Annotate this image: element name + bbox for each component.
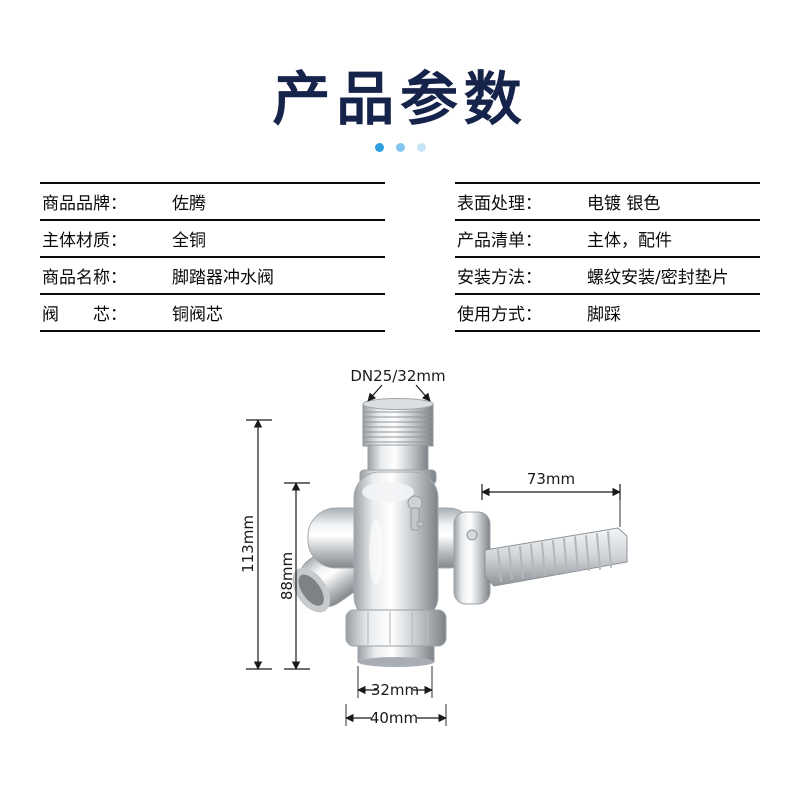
dot-icon bbox=[374, 143, 384, 152]
spec-label: 阀 芯： bbox=[42, 305, 127, 325]
spec-value: 全铜 bbox=[172, 231, 206, 251]
foot-pedal bbox=[484, 527, 628, 587]
carousel-dots bbox=[0, 143, 800, 152]
spec-label: 使用方式： bbox=[457, 305, 542, 325]
spec-row-valve-core: 阀 芯： 铜阀芯 bbox=[40, 293, 385, 330]
spec-value: 电镀 银色 bbox=[587, 194, 661, 214]
spec-value: 脚踩 bbox=[587, 305, 621, 325]
spec-row-install-method: 安装方法： 螺纹安装/密封垫片 bbox=[455, 256, 760, 293]
spec-row-material: 主体材质： 全铜 bbox=[40, 219, 385, 256]
spec-label: 商品名称： bbox=[42, 268, 127, 288]
spec-label: 主体材质： bbox=[42, 231, 127, 251]
pivot-screw bbox=[466, 529, 478, 541]
spec-row-brand: 商品品牌： 佐腾 bbox=[40, 182, 385, 219]
spec-label: 表面处理： bbox=[457, 194, 542, 214]
product-illustration: DN25/32mm 113mm 88mm 73mm 32mm 40mm bbox=[239, 367, 628, 727]
dimension-annotations bbox=[246, 384, 621, 726]
spec-table-right: 表面处理： 电镀 银色 产品清单： 主体，配件 安装方法： 螺纹安装/密封垫片 … bbox=[455, 182, 760, 332]
valve-key-detail bbox=[407, 495, 424, 531]
dim-top-thread-label: DN25/32mm bbox=[350, 367, 445, 385]
spec-label: 商品品牌： bbox=[42, 194, 127, 214]
page-title: 产品参数 bbox=[272, 65, 528, 133]
dim-pedal-length-label: 73mm bbox=[527, 470, 575, 488]
spec-value: 螺纹安装/密封垫片 bbox=[587, 268, 729, 288]
spec-value: 主体，配件 bbox=[587, 231, 672, 251]
dim-outlet-width-label: 32mm bbox=[371, 681, 419, 699]
spec-row-packing-list: 产品清单： 主体，配件 bbox=[455, 219, 760, 256]
dim-base-width-label: 40mm bbox=[370, 709, 418, 727]
spec-value: 佐腾 bbox=[172, 194, 206, 214]
spec-table-left: 商品品牌： 佐腾 主体材质： 全铜 商品名称： 脚踏器冲水阀 阀 芯： 铜阀芯 bbox=[40, 182, 385, 332]
spec-value: 铜阀芯 bbox=[172, 305, 223, 325]
spec-row-surface: 表面处理： 电镀 银色 bbox=[455, 182, 760, 219]
dim-body-height-label: 88mm bbox=[278, 552, 296, 600]
dot-icon bbox=[395, 143, 405, 152]
spec-label: 安装方法： bbox=[457, 268, 542, 288]
spec-row-usage: 使用方式： 脚踩 bbox=[455, 293, 760, 330]
dim-total-height-label: 113mm bbox=[239, 515, 257, 573]
dot-icon bbox=[416, 143, 426, 152]
spec-value: 脚踏器冲水阀 bbox=[172, 268, 274, 288]
valve-body bbox=[292, 398, 628, 667]
spec-row-product-name: 商品名称： 脚踏器冲水阀 bbox=[40, 256, 385, 293]
spec-label: 产品清单： bbox=[457, 231, 542, 251]
